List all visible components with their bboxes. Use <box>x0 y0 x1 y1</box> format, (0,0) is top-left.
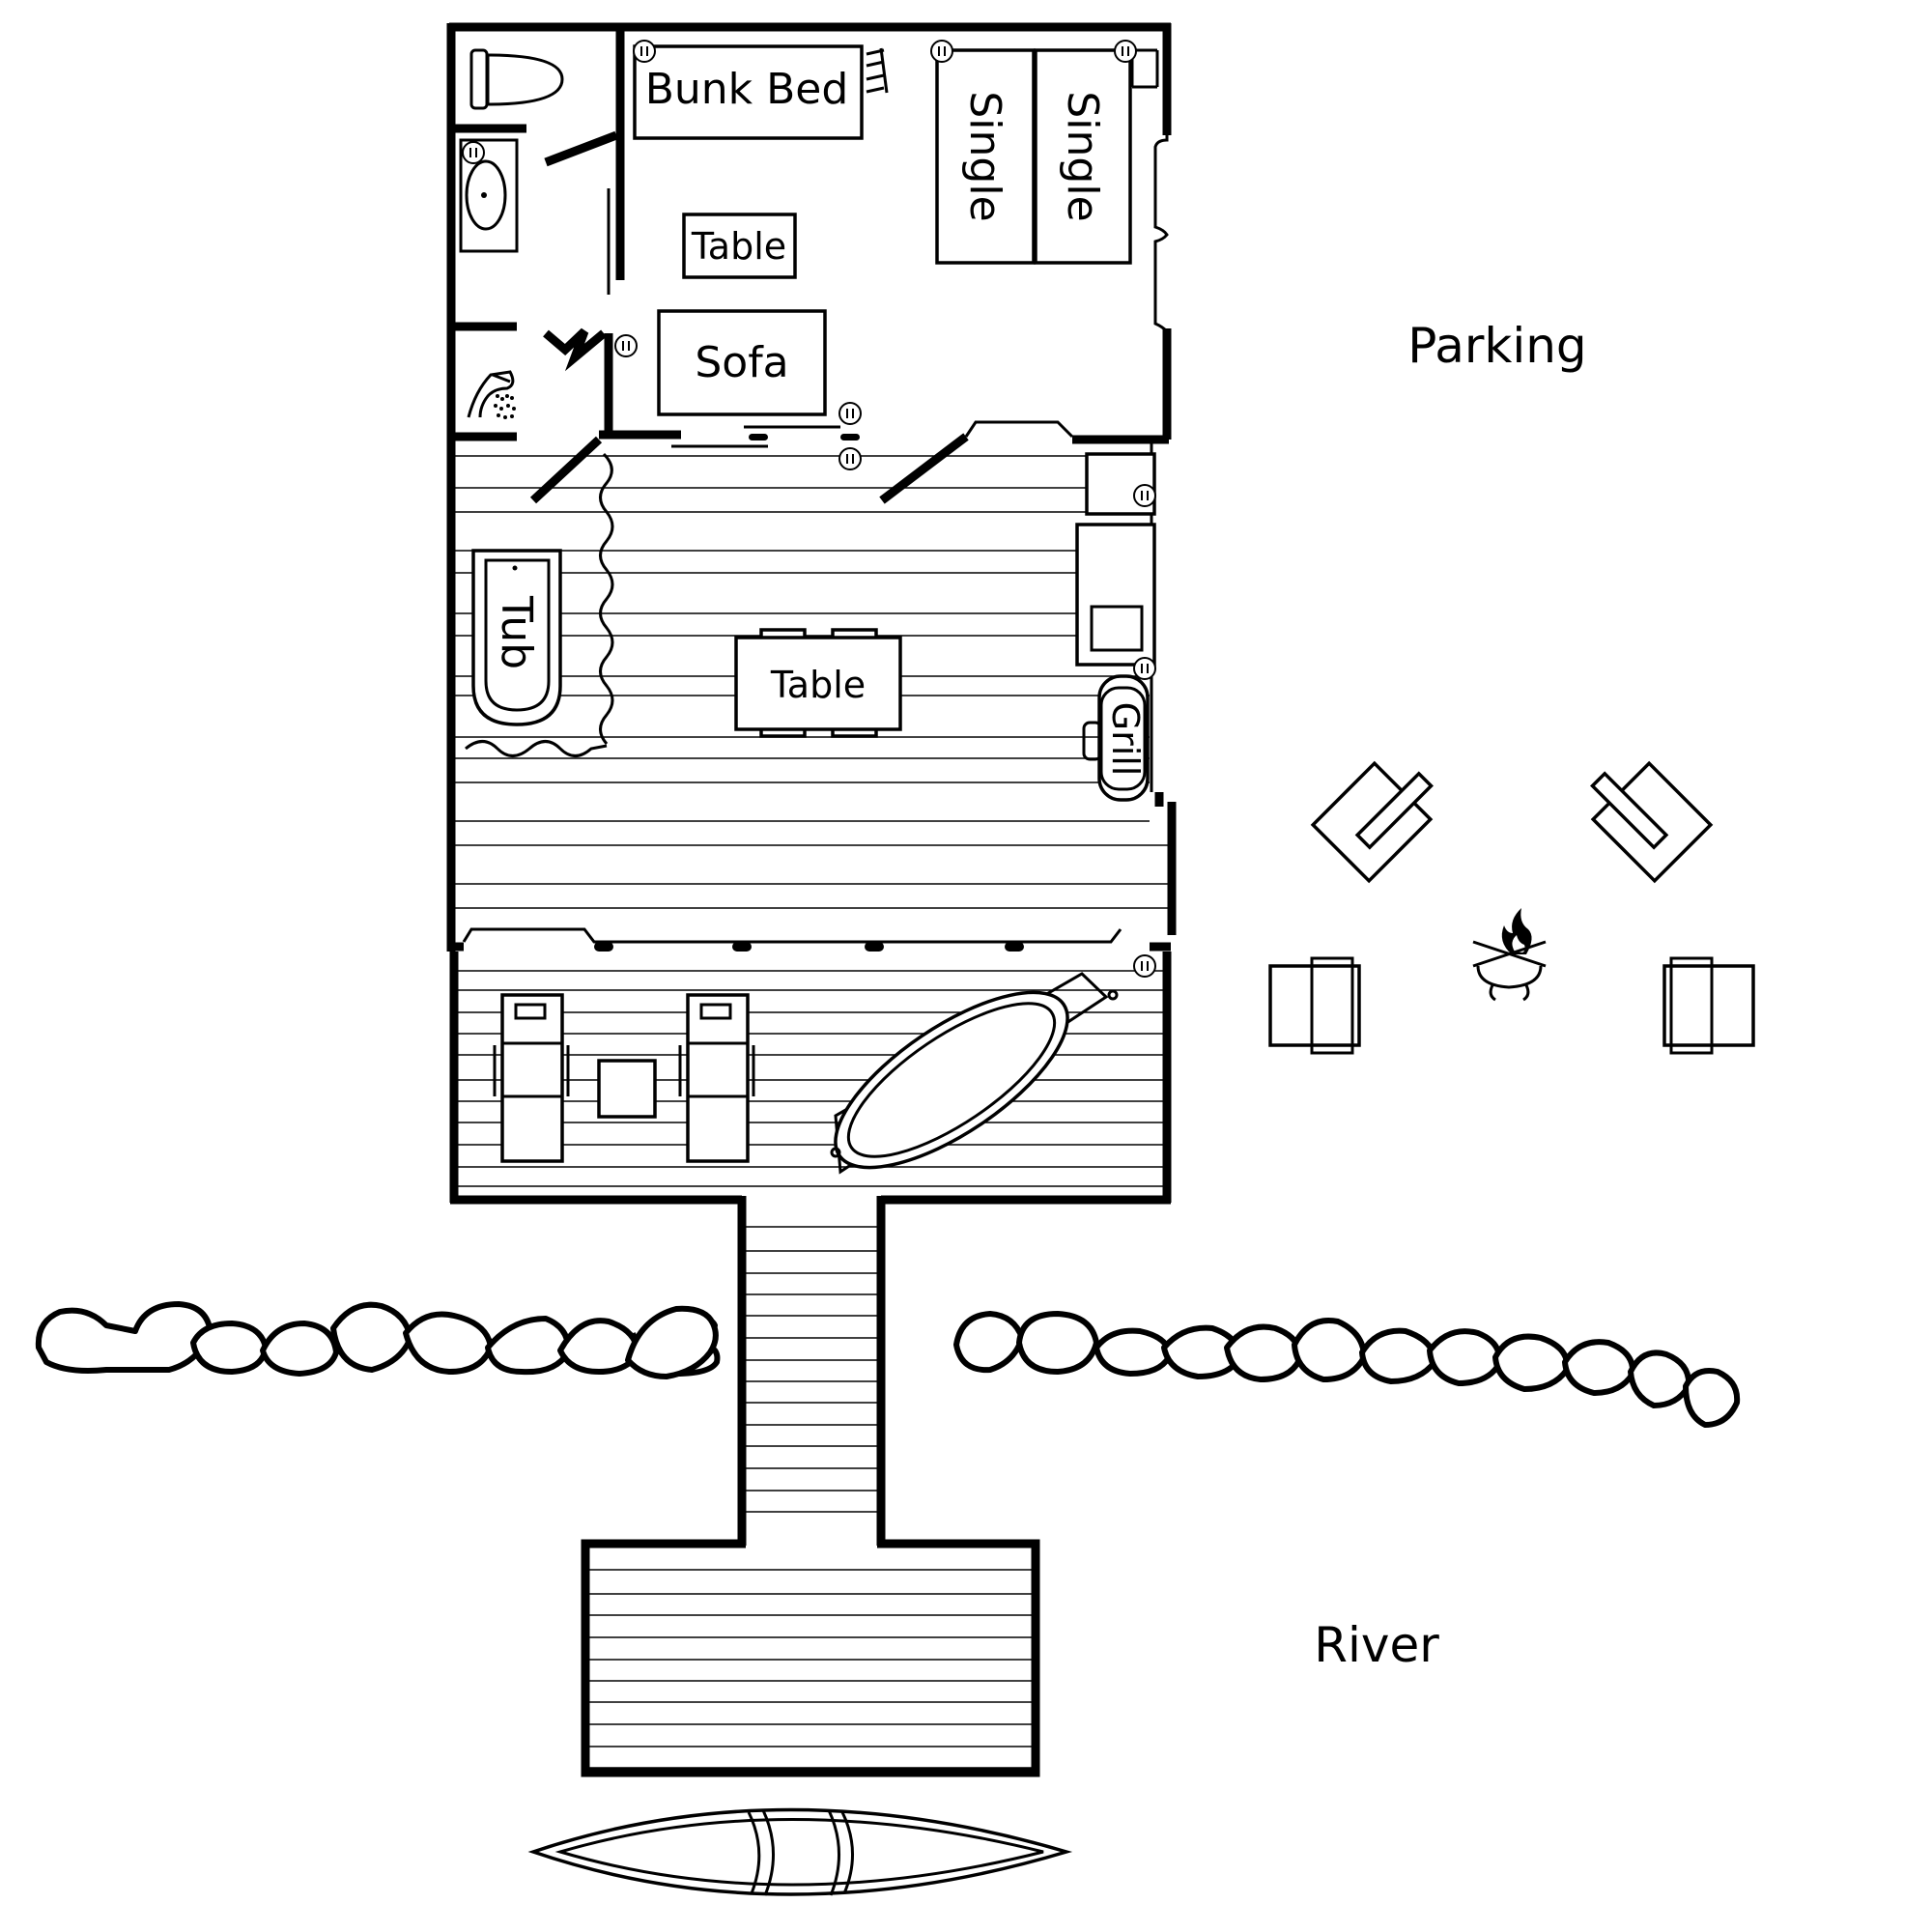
lounge-chair-left <box>493 993 570 1163</box>
exterior-walls <box>446 22 1172 952</box>
single-bed-left: Single <box>935 48 1036 265</box>
sofa: Sofa <box>657 309 827 416</box>
campfire-icon <box>1472 908 1547 1002</box>
shower-icon <box>467 370 516 419</box>
rock-wall-left <box>35 1301 721 1379</box>
dock-planks <box>589 1569 1032 1769</box>
single-bed-left-label: Single <box>960 91 1009 221</box>
lounge-chair-right <box>678 993 755 1163</box>
interior-partition-walls <box>529 420 1169 504</box>
grill: Grill <box>1082 674 1150 802</box>
shower-curtain <box>465 452 614 757</box>
single-bed-right: Single <box>1034 48 1132 265</box>
fire-chair-top-right <box>1590 760 1714 884</box>
side-table <box>597 1059 657 1119</box>
bedroom-table: Table <box>682 213 797 279</box>
sofa-label: Sofa <box>695 338 788 387</box>
fire-chair-right <box>1662 956 1755 1055</box>
kitchen-counter <box>1075 452 1156 667</box>
porch-front-rail <box>462 927 1122 952</box>
paddleboard-icon <box>830 972 1119 1175</box>
parking-label: Parking <box>1407 318 1586 374</box>
fire-chair-left <box>1268 956 1361 1055</box>
outlet-icon <box>462 40 1156 978</box>
main-deck-planks <box>454 455 1169 909</box>
tub-label: Tub <box>492 595 541 669</box>
bunk-bed: Bunk Bed <box>633 44 889 140</box>
front-deck-planks <box>454 970 1164 1187</box>
canoe-icon <box>527 1807 1073 1896</box>
dock-outline <box>581 1539 1040 1777</box>
bunk-bed-label: Bunk Bed <box>645 65 849 114</box>
river-label: River <box>1314 1617 1439 1673</box>
toilet-icon <box>469 48 564 110</box>
sink-icon <box>459 138 519 253</box>
fire-chair-top-left <box>1310 760 1434 884</box>
single-bed-right-label: Single <box>1058 91 1107 221</box>
rock-wall-right <box>953 1311 1741 1428</box>
dining-table: Table <box>734 628 902 738</box>
bathtub: Tub <box>471 549 562 726</box>
bathroom-walls <box>451 27 625 441</box>
front-deck-outline <box>449 952 1172 1205</box>
grill-label: Grill <box>1104 702 1147 777</box>
walkway-outline <box>737 1196 886 1546</box>
bedroom-table-label: Table <box>691 225 786 268</box>
dining-table-label: Table <box>770 664 866 706</box>
walkway-planks <box>744 1226 881 1513</box>
